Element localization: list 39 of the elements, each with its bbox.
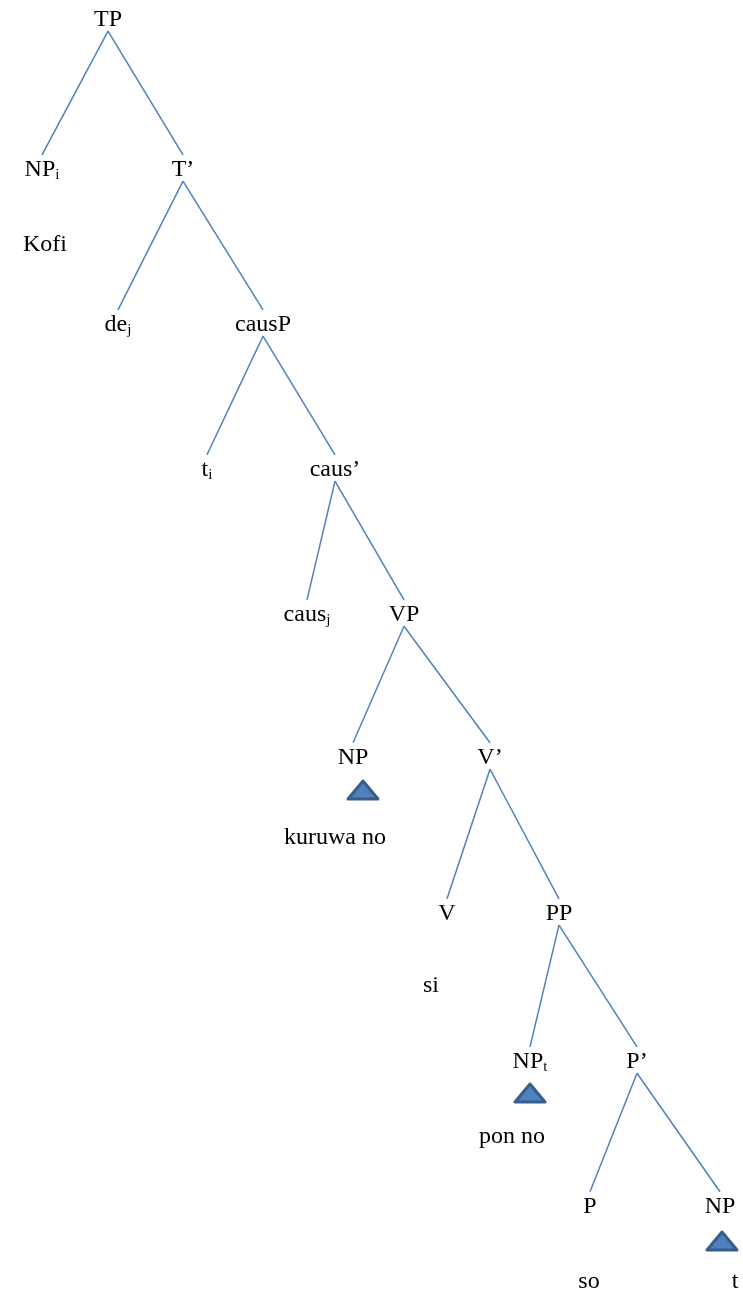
word-label: kuruwa no (284, 822, 386, 850)
branch-line (117, 180, 184, 311)
branch-line (182, 180, 264, 311)
category-label: P’ (626, 1046, 648, 1074)
branch-line (107, 30, 184, 156)
category-label: NP (337, 742, 369, 770)
branch-line (489, 768, 560, 900)
category-label: PP (545, 898, 573, 926)
category-label: NP (704, 1191, 736, 1219)
category-label: de$_{j}$ (104, 309, 132, 337)
branch-line (262, 335, 336, 456)
branch-line (334, 480, 405, 601)
category-label: causP (235, 309, 291, 337)
branch-line (403, 625, 491, 744)
category-label: NP$_{t}$ (512, 1046, 548, 1074)
category-label: NP$_{i}$ (24, 154, 60, 182)
branch-line (446, 768, 491, 900)
branch-line (529, 924, 560, 1048)
branch-line (589, 1072, 638, 1193)
branch-line (306, 480, 336, 601)
branch-line (41, 30, 109, 156)
category-label: V’ (477, 742, 503, 770)
word-label: si (423, 970, 439, 998)
category-label: P (583, 1191, 597, 1219)
word-label: t (731, 1266, 739, 1294)
word-label: Kofi (23, 229, 67, 257)
branch-line (636, 1072, 721, 1193)
branch-line (352, 625, 405, 744)
branch-line (206, 335, 264, 456)
category-label: TP (94, 4, 122, 32)
branch-line (558, 924, 638, 1048)
category-label: V (438, 898, 456, 926)
word-label: so (578, 1266, 600, 1294)
category-label: VP (388, 599, 420, 627)
category-label: T’ (171, 154, 195, 182)
category-label: t$_{i}$ (201, 454, 213, 482)
word-label: pon no (479, 1121, 545, 1149)
category-label: caus’ (309, 454, 361, 482)
category-label: caus$_{j}$ (283, 599, 331, 627)
